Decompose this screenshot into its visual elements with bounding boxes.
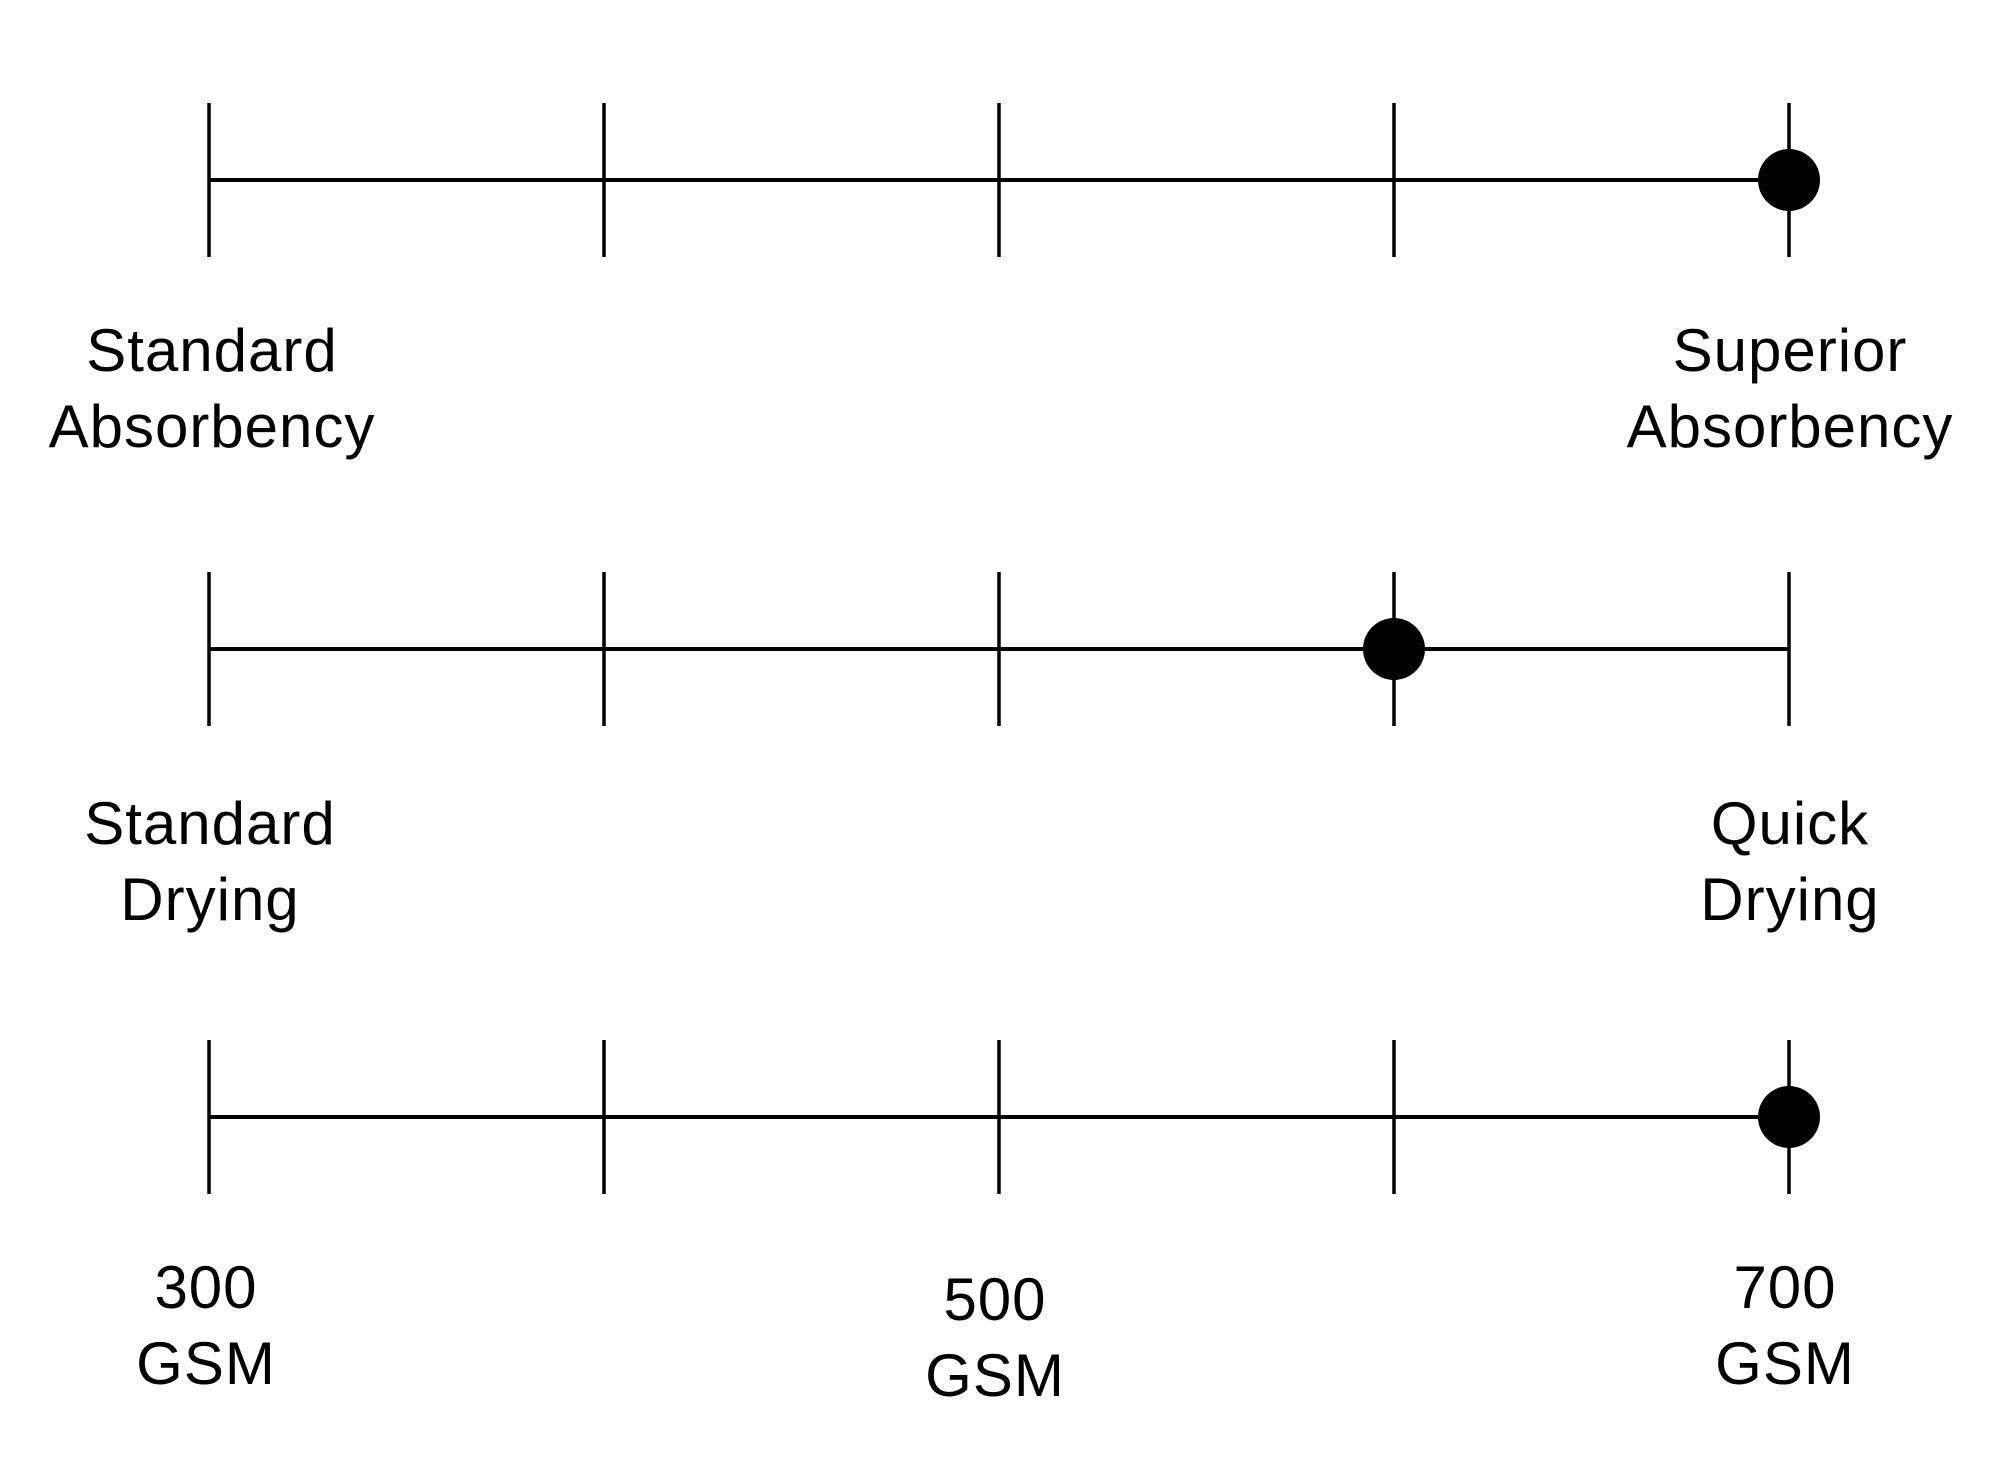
label-line: Drying (1700, 866, 1880, 933)
label-line: Standard (86, 317, 338, 384)
label-line: Standard (84, 790, 336, 857)
label-line: Quick (1710, 790, 1870, 857)
gsm-mid-label: 500 GSM (745, 1262, 1245, 1414)
label-line: 500 (943, 1266, 1047, 1333)
absorbency-right-label: Superior Absorbency (1540, 313, 2000, 465)
absorbency-left-label: Standard Absorbency (0, 313, 462, 465)
marker-dot (1758, 149, 1820, 211)
label-line: GSM (136, 1330, 276, 1397)
label-line: Absorbency (1626, 393, 1954, 460)
gsm-right-label: 700 GSM (1535, 1250, 2000, 1402)
drying-scale-track (207, 572, 1791, 726)
label-line: GSM (1715, 1330, 1855, 1397)
label-line: 700 (1733, 1254, 1837, 1321)
marker-dot (1363, 618, 1425, 680)
drying-left-label: Standard Drying (0, 786, 460, 938)
label-line: GSM (925, 1342, 1065, 1409)
absorbency-scale-track (207, 103, 1820, 257)
gsm-scale-track (207, 1040, 1820, 1194)
label-line: 300 (154, 1254, 258, 1321)
label-line: Superior (1672, 317, 1908, 384)
label-line: Absorbency (48, 393, 376, 460)
gsm-left-label: 300 GSM (0, 1250, 456, 1402)
label-line: Drying (120, 866, 300, 933)
marker-dot (1758, 1086, 1820, 1148)
drying-right-label: Quick Drying (1540, 786, 2000, 938)
